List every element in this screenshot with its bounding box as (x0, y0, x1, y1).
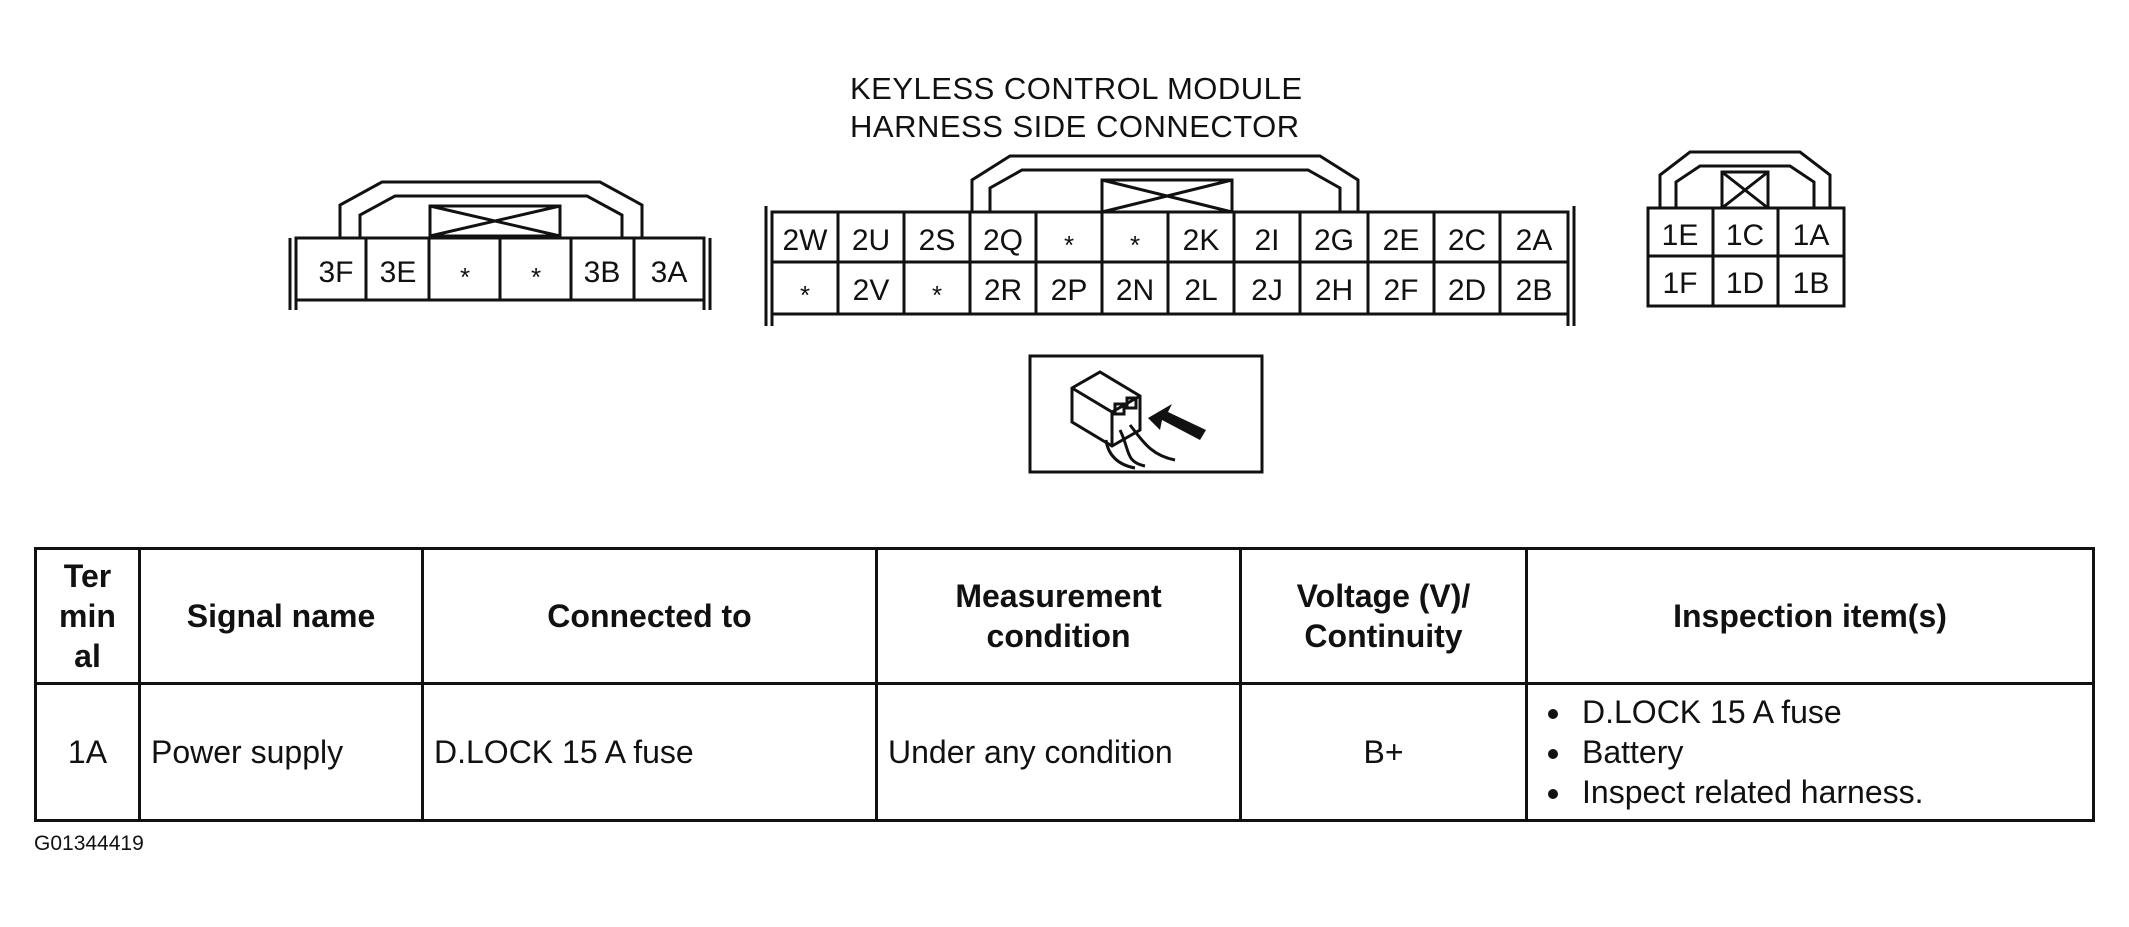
table-row: 1A Power supply D.LOCK 15 A fuse Under a… (34, 682, 2095, 822)
cell-inspection-items: D.LOCK 15 A fuse Battery Inspect related… (1525, 682, 2095, 822)
pin-empty: * (1064, 230, 1074, 260)
pin-empty: * (800, 280, 810, 310)
pin-2W: 2W (783, 224, 829, 257)
pin-1E: 1E (1662, 219, 1699, 252)
inspection-list: D.LOCK 15 A fuse Battery Inspect related… (1538, 692, 2082, 812)
pin-empty: * (932, 280, 942, 310)
cell-terminal: 1A (34, 682, 141, 822)
list-item: D.LOCK 15 A fuse (1574, 692, 2082, 732)
pin-empty: * (531, 262, 541, 292)
connector-title: KEYLESS CONTROL MODULE HARNESS SIDE CONN… (850, 70, 1550, 146)
header-measurement-condition: Measurement condition (875, 547, 1242, 685)
pin-3B: 3B (584, 256, 621, 289)
header-inspection-items: Inspection item(s) (1525, 547, 2095, 685)
list-item: Inspect related harness. (1574, 772, 2082, 812)
pin-2P: 2P (1051, 274, 1088, 307)
pin-2S: 2S (919, 224, 956, 257)
pin-2B: 2B (1516, 274, 1553, 307)
connector-3 (288, 180, 712, 310)
pin-2G: 2G (1314, 224, 1354, 257)
pin-2R: 2R (984, 274, 1022, 307)
pin-2I: 2I (1254, 224, 1279, 257)
pin-2H: 2H (1315, 274, 1353, 307)
pin-3E: 3E (380, 256, 417, 289)
header-voltage-continuity: Voltage (V)/ Continuity (1239, 547, 1528, 685)
cell-measurement-condition: Under any condition (875, 682, 1242, 822)
pin-1B: 1B (1793, 267, 1830, 300)
list-item: Battery (1574, 732, 2082, 772)
pin-1A: 1A (1793, 219, 1830, 252)
header-terminal: Ter min al (34, 547, 141, 685)
header-connected-to: Connected to (421, 547, 878, 685)
pin-2N: 2N (1116, 274, 1154, 307)
figure-code: G01344419 (34, 832, 144, 855)
pin-2A: 2A (1516, 224, 1553, 257)
pin-2K: 2K (1183, 224, 1220, 257)
pin-2L: 2L (1184, 274, 1217, 307)
title-line-1: KEYLESS CONTROL MODULE (850, 71, 1303, 106)
pin-2U: 2U (852, 224, 890, 257)
pin-1C: 1C (1726, 219, 1764, 252)
connector-harness-side-view-icon (1028, 354, 1264, 474)
title-line-2: HARNESS SIDE CONNECTOR (850, 109, 1300, 144)
pin-2D: 2D (1448, 274, 1486, 307)
cell-connected-to: D.LOCK 15 A fuse (421, 682, 878, 822)
pin-2V: 2V (853, 274, 890, 307)
pin-3F: 3F (318, 256, 353, 289)
header-signal-name: Signal name (138, 547, 424, 685)
pin-2E: 2E (1383, 224, 1420, 257)
pin-2J: 2J (1251, 274, 1283, 307)
connector-2 (764, 154, 1576, 326)
pin-2F: 2F (1383, 274, 1418, 307)
cell-voltage: B+ (1239, 682, 1528, 822)
connector-diagram: 3F 3E * * 3B 3A 2W 2U 2S 2Q (288, 150, 1846, 474)
cell-signal-name: Power supply (138, 682, 424, 822)
pin-1F: 1F (1662, 267, 1697, 300)
pin-1D: 1D (1726, 267, 1764, 300)
connector-1 (1646, 150, 1846, 308)
pin-2Q: 2Q (983, 224, 1023, 257)
pin-empty: * (1130, 230, 1140, 260)
pin-3A: 3A (651, 256, 688, 289)
pin-2C: 2C (1448, 224, 1486, 257)
terminal-spec-table: Ter min al Signal name Connected to Meas… (34, 547, 2095, 822)
pin-empty: * (460, 262, 470, 292)
table-header-row: Ter min al Signal name Connected to Meas… (34, 547, 2095, 685)
